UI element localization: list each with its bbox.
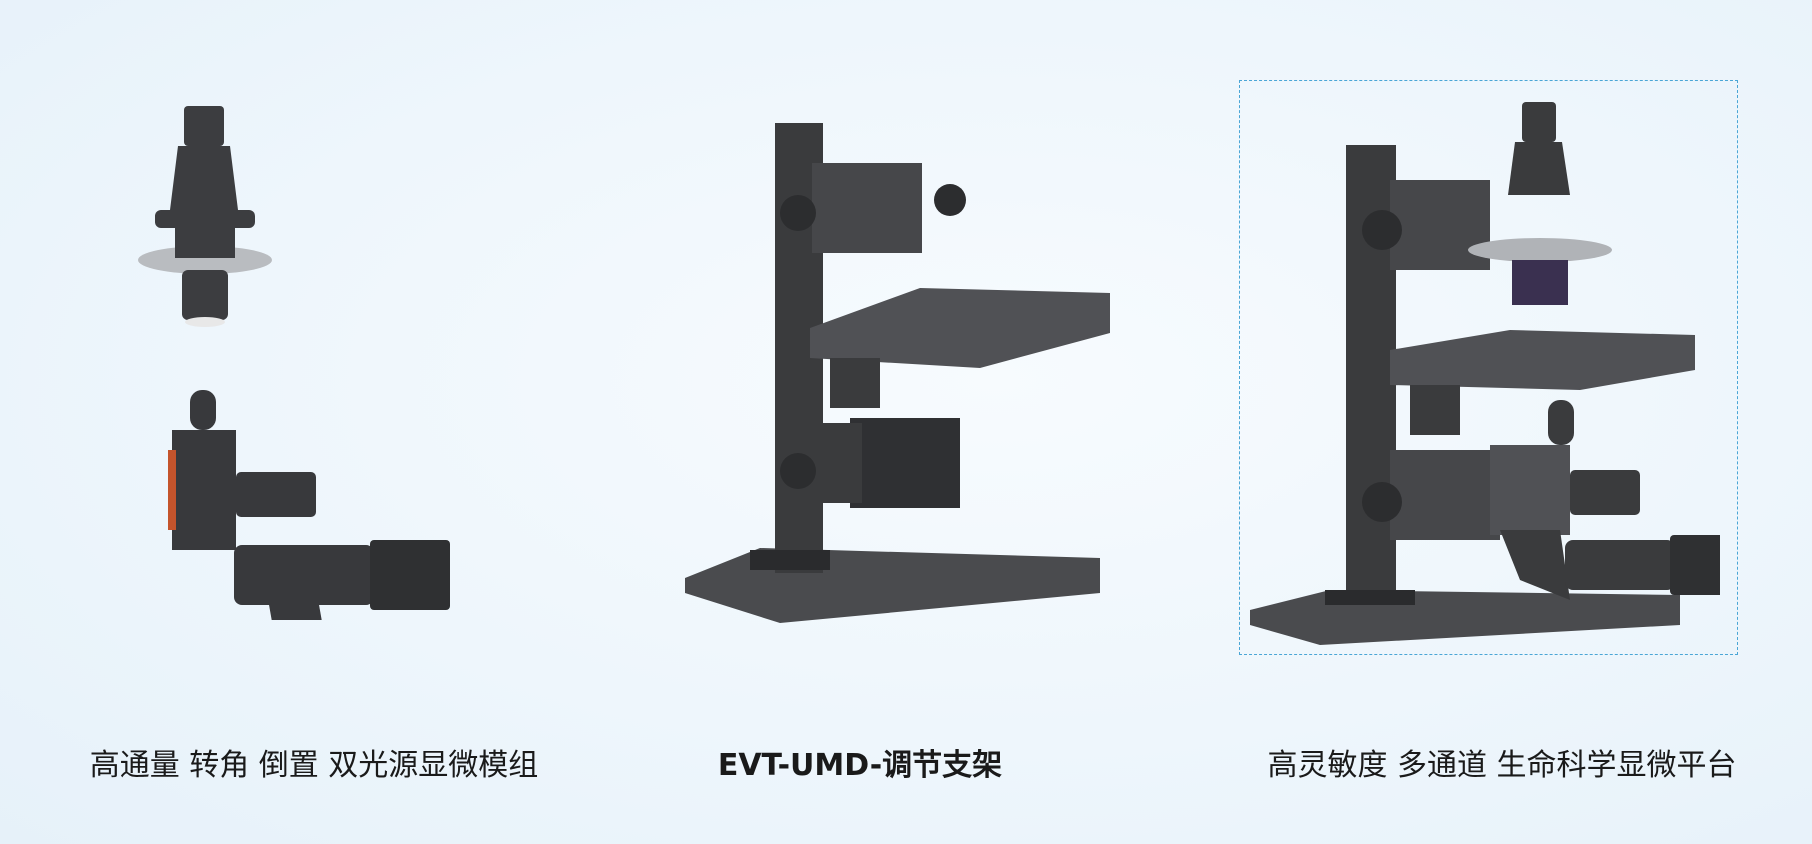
microscope-platform-image[interactable] (1250, 100, 1720, 645)
selection-box (1239, 80, 1738, 655)
caption-microscope-modules: 高通量 转角 倒置 双光源显微模组 (89, 748, 539, 783)
microscope-modules-image[interactable] (120, 100, 470, 620)
caption-adjustment-stand: EVT-UMD-调节支架 (717, 748, 1003, 783)
adjustment-stand-image[interactable] (680, 118, 1120, 628)
caption-microscope-platform: 高灵敏度 多通道 生命科学显微平台 (1267, 748, 1737, 783)
